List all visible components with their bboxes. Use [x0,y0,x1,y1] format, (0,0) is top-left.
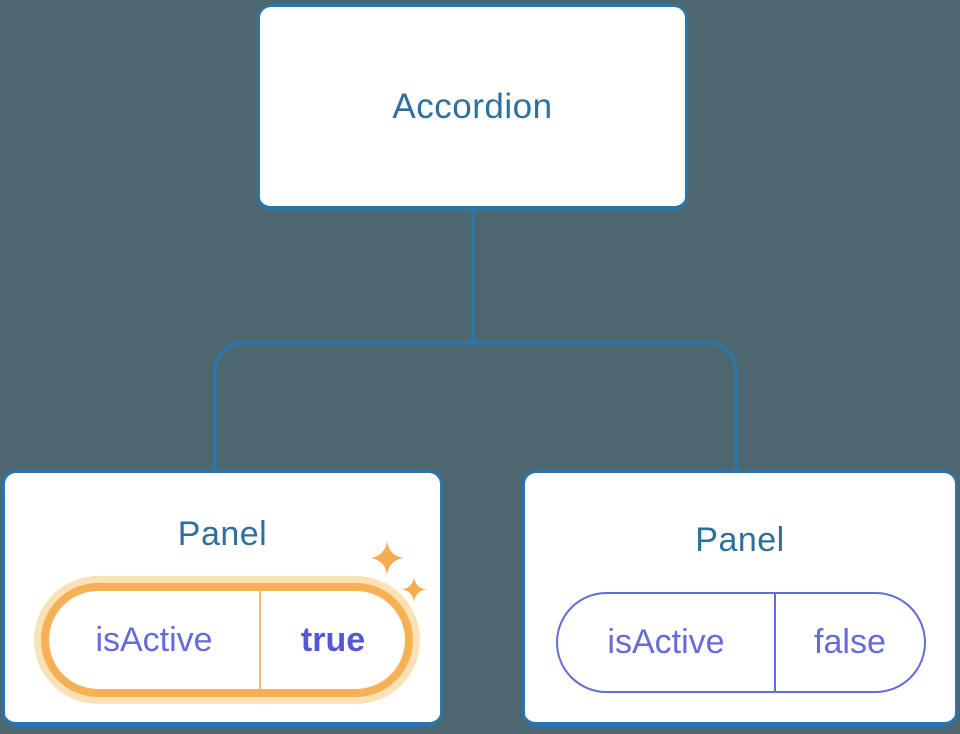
connector-branch [213,341,738,472]
prop-value: true [300,620,366,659]
prop-pill-inactive: isActive false [556,592,926,693]
prop-pill-active: isActive true [41,583,413,697]
panel-node-active: Panel isActive true [2,470,443,727]
panel-node-label: Panel [177,515,268,553]
connector-stem [471,209,475,345]
prop-name: isActive [558,594,776,691]
accordion-node-label: Accordion [392,86,553,126]
accordion-node: Accordion [257,4,688,211]
sparkles-icon [370,541,427,602]
panel-node-inactive: Panel isActive false [522,470,958,727]
prop-name: isActive [49,591,262,689]
panel-node-label: Panel [695,521,785,559]
prop-value: false [814,623,886,661]
